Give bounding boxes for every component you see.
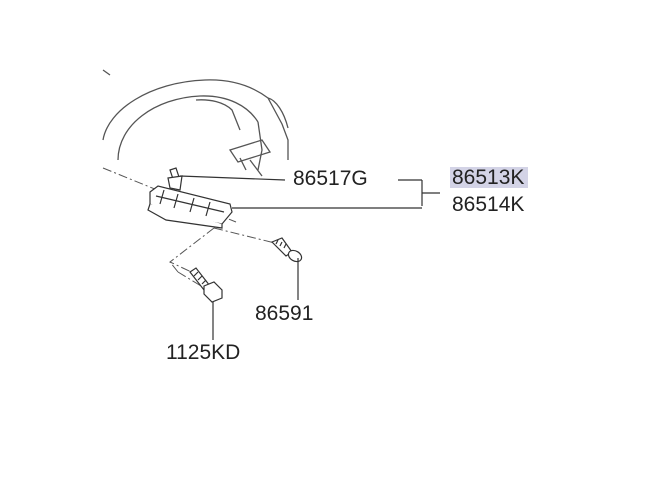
fender-outline xyxy=(102,69,289,177)
part-number-86513k[interactable]: 86513K xyxy=(450,167,529,188)
bracket-part xyxy=(147,185,233,229)
part-number-86514k[interactable]: 86514K xyxy=(452,193,525,216)
guide-lines xyxy=(102,167,276,290)
leader-lines xyxy=(179,175,440,340)
clip-part xyxy=(167,167,183,191)
part-number-1125kd[interactable]: 1125KD xyxy=(166,341,241,364)
screw-part xyxy=(270,237,303,263)
part-number-86591[interactable]: 86591 xyxy=(255,302,314,325)
part-number-86517g[interactable]: 86517G xyxy=(293,167,368,190)
bolt-part xyxy=(189,267,223,303)
